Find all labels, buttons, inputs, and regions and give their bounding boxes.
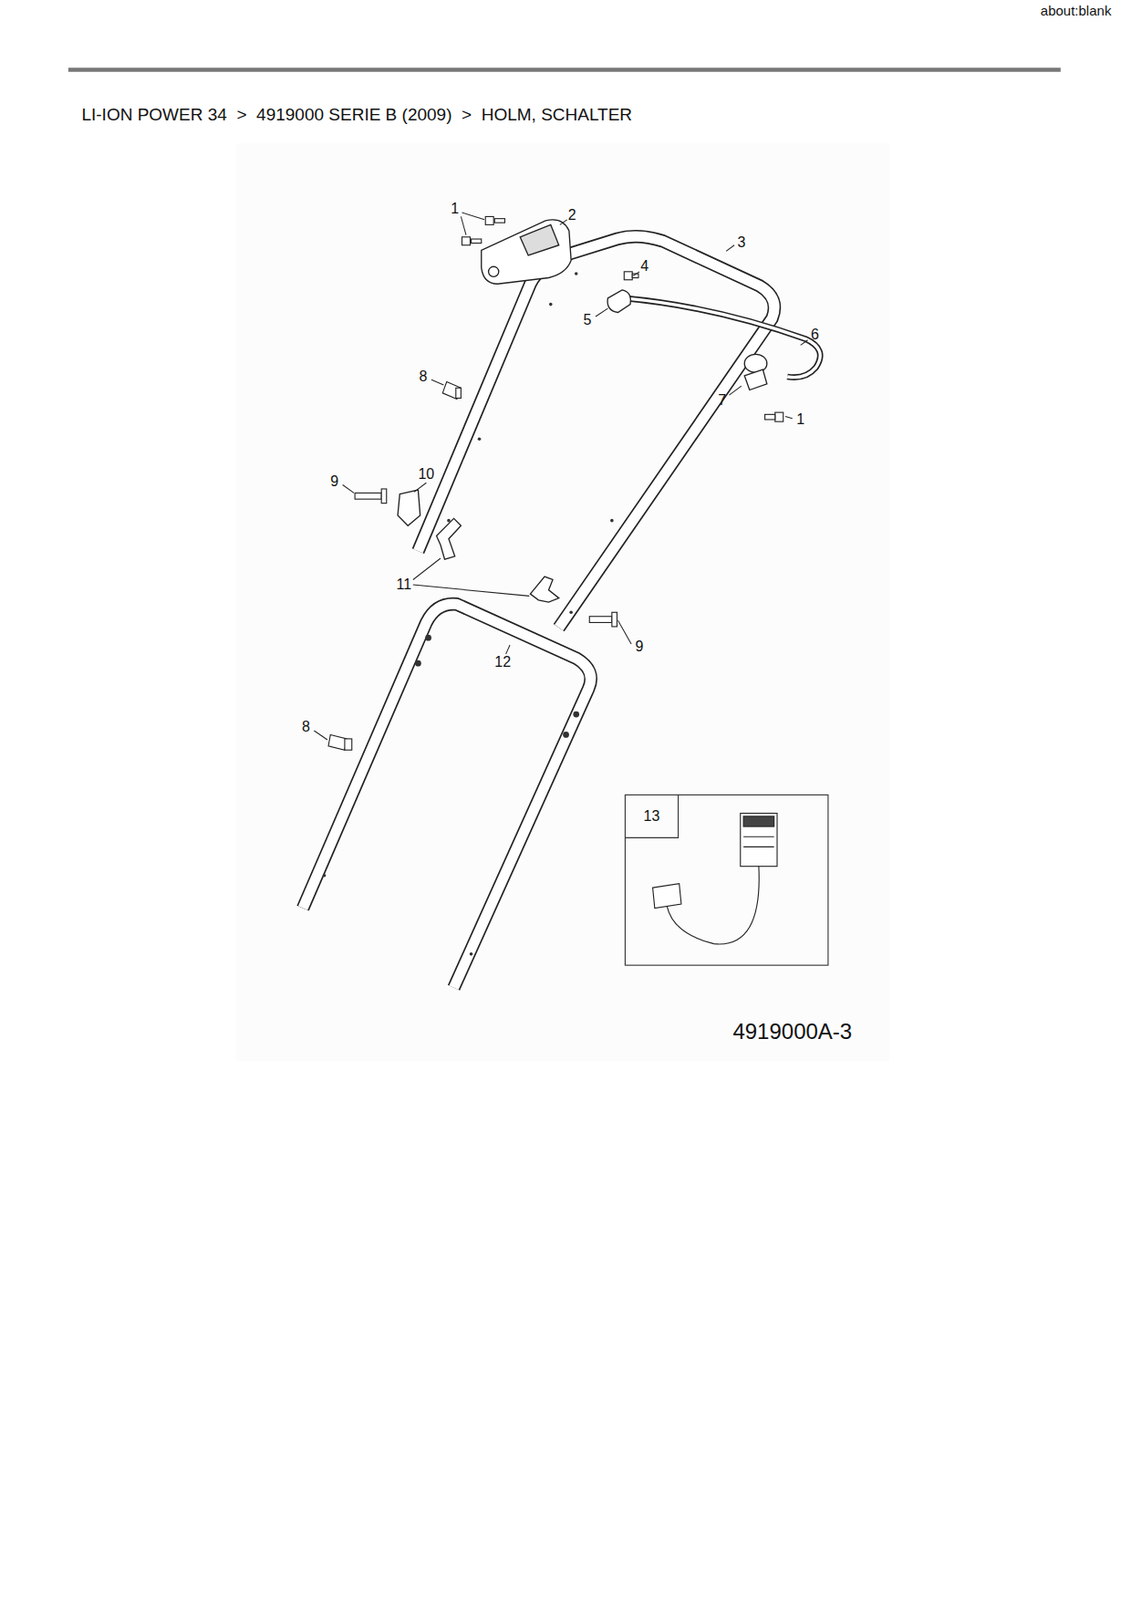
figure-ground xyxy=(236,143,890,1061)
header-rule xyxy=(68,67,1061,72)
callout-number: 2 xyxy=(568,207,577,224)
callout-number: 8 xyxy=(419,368,428,385)
callout-number: 1 xyxy=(796,411,805,428)
callout-number: 3 xyxy=(736,234,746,251)
callout-number: 13 xyxy=(643,808,661,825)
callout-number: 10 xyxy=(417,466,435,483)
callout-number: 9 xyxy=(635,638,644,655)
callout-number: 8 xyxy=(301,718,311,736)
callout-number: 6 xyxy=(810,326,820,343)
callout-number: 5 xyxy=(583,311,592,329)
clamp-lever xyxy=(397,489,421,526)
figure-code: 4919000A-3 xyxy=(732,1019,852,1044)
callout-number: 12 xyxy=(494,653,511,671)
callout-number: 1 xyxy=(450,200,459,218)
callout-number: 9 xyxy=(330,473,339,490)
breadcrumb-title: LI-ION POWER 34 > 4919000 SERIE B (2009)… xyxy=(81,105,633,125)
browser-url: about:blank xyxy=(1040,3,1112,20)
inset-box: 13 xyxy=(624,794,829,965)
callout-number: 4 xyxy=(640,258,649,275)
callout-number: 7 xyxy=(717,392,727,409)
callout-number: 11 xyxy=(395,576,412,593)
